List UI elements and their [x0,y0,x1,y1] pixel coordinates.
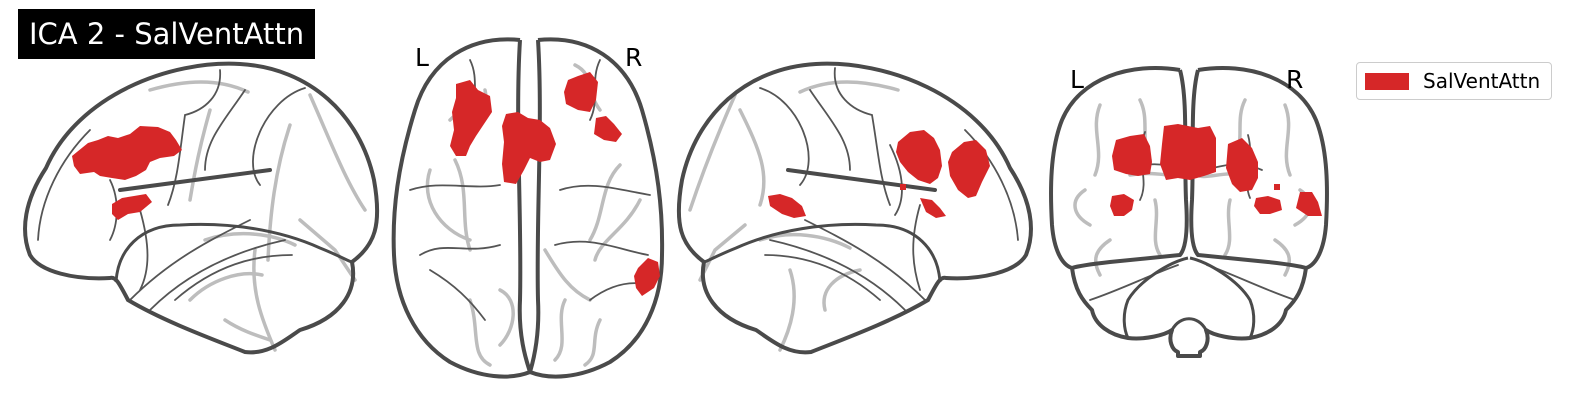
axial-left-label: L [415,43,429,72]
sagittal-right-sulci [759,67,1019,311]
coronal-view: L R [1049,65,1329,358]
sagittal-right-outline [676,61,1033,355]
coronal-left-label: L [1070,65,1084,94]
coronal-brainstem [1170,317,1208,331]
legend-swatch [1365,72,1409,90]
axial-activation [450,72,660,296]
legend: SalVentAttn [1356,62,1553,100]
sagittal-right-sylvian-fissure [786,168,937,192]
axial-midline-right [528,39,542,373]
axial-right-label: R [625,43,642,72]
coronal-left-cerebellum [1122,256,1189,339]
sagittal-left-outline [23,61,380,355]
coronal-outline [1049,66,1329,358]
sagittal-right-view [676,61,1033,355]
sagittal-left-sylvian-fissure [118,168,272,192]
axial-faint-sulci [425,63,642,367]
sagittal-right-activation [768,130,990,218]
coronal-activation [1110,124,1322,216]
sagittal-right-faint-sulci [688,80,900,352]
legend-label: SalVentAttn [1423,69,1541,93]
coronal-left-hemisphere [1071,69,1189,270]
coronal-right-label: R [1286,65,1303,94]
axial-sulci [409,59,651,321]
figure-title: ICA 2 - SalVentAttn [18,9,316,59]
sagittal-left-faint-sulci [148,80,367,352]
coronal-right-cerebellum [1189,256,1256,339]
sagittal-left-activation [72,126,182,220]
sagittal-left-temporal-outline [114,222,353,283]
sagittal-right-temporal-outline [703,222,942,283]
axial-midline-left [516,39,532,373]
coronal-right-hemisphere [1189,69,1307,270]
sagittal-left-sulci [37,69,306,311]
sagittal-left-view [23,61,380,355]
axial-view: L R [391,37,665,379]
